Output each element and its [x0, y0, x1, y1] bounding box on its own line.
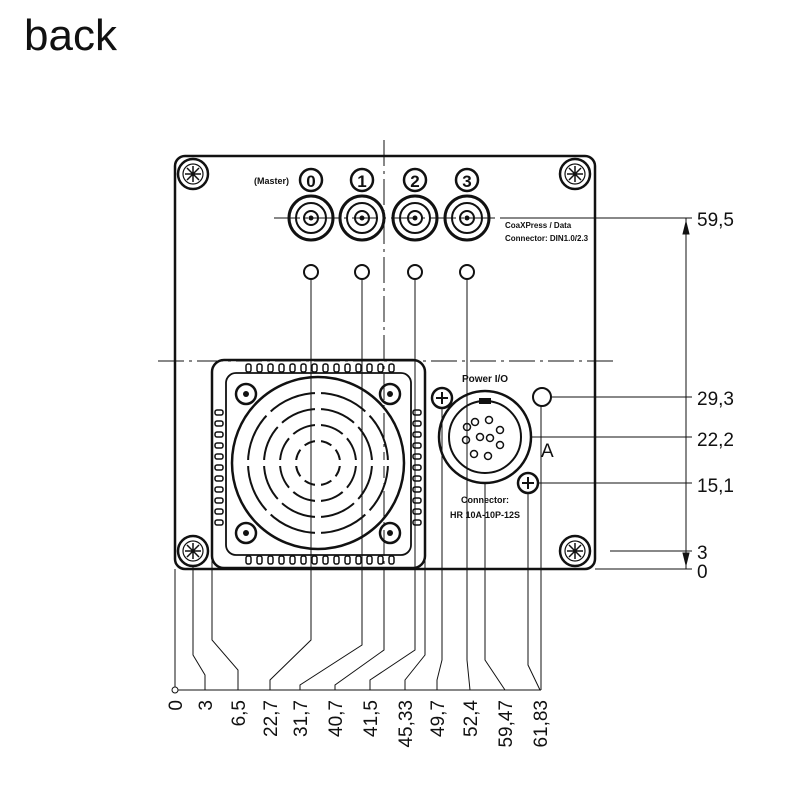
dim-bottom: 41,5	[361, 700, 382, 737]
grille-slot	[322, 555, 329, 565]
screw-icon	[558, 157, 592, 191]
grille-slot	[267, 363, 274, 373]
grille-slot	[214, 420, 224, 427]
hole	[532, 387, 552, 407]
grille-slot	[267, 555, 274, 565]
dim-right: 29,3	[697, 389, 734, 410]
fan-grille	[210, 358, 427, 570]
grille-slot	[412, 453, 422, 460]
bottom-dimension-lines	[171, 279, 542, 694]
grille-slot	[412, 409, 422, 416]
grille-slot	[333, 363, 340, 373]
grille-slot	[388, 363, 395, 373]
grille-slot	[214, 442, 224, 449]
grille-slot	[412, 475, 422, 482]
grille-slot	[214, 453, 224, 460]
master-label: (Master)	[254, 176, 289, 186]
dim-bottom: 45,33	[396, 700, 417, 748]
port-number: 2	[410, 172, 419, 191]
grille-slot	[278, 363, 285, 373]
port-1: 1	[338, 167, 386, 280]
dim-right: 0	[697, 562, 708, 583]
fan-screw-icon	[234, 382, 402, 545]
coaxpress-connectors: (Master) 0 1 2	[254, 167, 589, 280]
grille-slot	[214, 464, 224, 471]
grille-slot	[311, 555, 318, 565]
port-2: 2	[391, 167, 439, 280]
grille-slot	[366, 363, 373, 373]
port-number: 0	[306, 172, 315, 191]
grille-slot	[412, 519, 422, 526]
port-0: 0	[287, 167, 335, 280]
grille-slot	[412, 431, 422, 438]
right-dimensions: 59,5 29,3 22,2 15,1 3 0	[697, 210, 734, 583]
coax-label-line2: Connector: DIN1.0/2.3	[505, 234, 589, 243]
power-io-label: Power I/O	[462, 374, 508, 385]
dim-bottom: 49,7	[428, 700, 449, 737]
port-number: 1	[357, 172, 366, 191]
page-title: back	[24, 11, 117, 60]
power-io-connector: Power I/O A Connector: HR 10A-10P-12S	[430, 374, 554, 520]
grille-slot	[366, 555, 373, 565]
grille-slot	[278, 555, 285, 565]
dim-bottom: 6,5	[229, 700, 250, 726]
dim-bottom: 40,7	[326, 700, 347, 737]
dim-bottom: 59,47	[496, 700, 517, 748]
grille-slot	[377, 363, 384, 373]
grille-slot	[214, 497, 224, 504]
grille-slot	[300, 555, 307, 565]
grille-slot	[289, 363, 296, 373]
grille-slot	[245, 363, 252, 373]
corner-screws	[176, 157, 592, 568]
grille-slot	[344, 363, 351, 373]
grille-slot	[412, 497, 422, 504]
dim-right: 59,5	[697, 210, 734, 231]
grille-slot	[214, 409, 224, 416]
grille-slot	[355, 363, 362, 373]
grille-slot	[256, 363, 263, 373]
grille-slot	[245, 555, 252, 565]
grille-slot	[377, 555, 384, 565]
screw-icon	[176, 534, 210, 568]
grille-slot	[311, 363, 318, 373]
bottom-dimensions: 0 3 6,5 22,7 31,7 40,7 41,5 45,33 49,7 5…	[166, 700, 552, 748]
grille-slot	[412, 420, 422, 427]
grille-slot	[412, 486, 422, 493]
grille-slot	[214, 508, 224, 515]
dim-bottom: 0	[166, 700, 187, 711]
dim-bottom: 3	[196, 700, 217, 711]
grille-slot	[322, 363, 329, 373]
grille-slot	[214, 519, 224, 526]
grille-slot	[333, 555, 340, 565]
dim-bottom: 22,7	[261, 700, 282, 737]
dim-bottom: 52,4	[461, 700, 482, 737]
dim-right: 3	[697, 543, 708, 564]
dim-right: 22,2	[697, 430, 734, 451]
right-dimension-lines	[500, 217, 692, 570]
dim-bottom: 31,7	[291, 700, 312, 737]
coax-label-line1: CoaXPress / Data	[505, 221, 572, 230]
screw-icon	[176, 157, 210, 191]
grille-slot	[344, 555, 351, 565]
grille-slot	[300, 363, 307, 373]
screw-icon	[558, 534, 592, 568]
grille-slot	[412, 508, 422, 515]
grille-slot	[388, 555, 395, 565]
grille-slot	[256, 555, 263, 565]
port-3: 3	[443, 167, 491, 280]
grille-slot	[412, 464, 422, 471]
grille-slot	[214, 475, 224, 482]
grille-slot	[289, 555, 296, 565]
grille-slot	[412, 442, 422, 449]
datum-label: A	[541, 441, 554, 462]
grille-slot	[214, 486, 224, 493]
port-number: 3	[462, 172, 471, 191]
grille-slot	[355, 555, 362, 565]
grille-slot	[214, 431, 224, 438]
dim-bottom: 61,83	[531, 700, 552, 748]
dim-right: 15,1	[697, 476, 734, 497]
